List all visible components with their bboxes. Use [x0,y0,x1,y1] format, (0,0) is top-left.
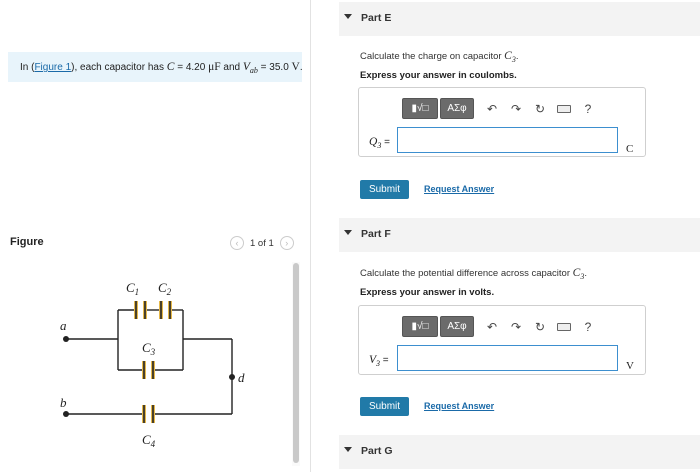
reset-icon[interactable]: ↻ [534,101,546,116]
symbols-button[interactable]: ΑΣφ [440,98,474,119]
capacitor-c3 [142,361,155,379]
part-f-instruction: Express your answer in volts. [360,287,495,298]
question-sub: 3 [511,54,516,64]
label-c3: C3 [142,340,156,357]
part-f-answer-box: ▮√□ ΑΣφ ↶ ↷ ↻ ? V3 = [358,305,646,375]
capacitance-value: = 4.20 [174,62,209,73]
problem-text: ), each capacitor has [71,62,167,73]
part-e-header[interactable]: Part E [339,2,700,36]
reset-icon[interactable]: ↻ [534,319,546,334]
part-f-question: Calculate the potential difference acros… [360,267,587,281]
collapse-caret-icon [344,14,352,19]
part-e-variable: Q3 = [369,136,390,150]
capacitor-c1 [134,301,147,319]
part-e-question: Calculate the charge on capacitor C3. [360,50,518,64]
problem-statement: In (Figure 1), each capacitor has C = 4.… [8,52,303,82]
label-c4: C4 [142,432,156,449]
redo-icon[interactable]: ↷ [510,101,522,116]
figure-link[interactable]: Figure 1 [34,62,72,73]
pane-divider [310,0,311,472]
math-toolbar: ▮√□ ΑΣφ ↶ ↷ ↻ ? [402,316,600,337]
symbols-button[interactable]: ΑΣφ [440,316,474,337]
equals-sign: = [381,137,390,148]
part-e-request-answer-link[interactable]: Request Answer [424,184,495,194]
part-e-title: Part E [361,12,392,24]
symbols-icon: ΑΣφ [447,321,467,332]
templates-button[interactable]: ▮√□ [402,316,438,337]
part-f-title: Part F [361,228,391,240]
question-end: . [515,51,519,62]
label-b: b [60,395,67,410]
var-subscript: 3 [376,359,381,368]
figure-pager: ‹ 1 of 1 › [230,236,294,250]
terminal-d [229,374,235,380]
part-f-unit: V [626,360,634,372]
capacitor-c4 [142,405,155,423]
part-f-header[interactable]: Part F [339,218,700,252]
keyboard-icon[interactable] [552,98,576,119]
part-e-instruction: Express your answer in coulombs. [360,70,517,81]
left-pane: In (Figure 1), each capacitor has C = 4.… [0,0,310,472]
var-subscript: 3 [377,141,382,150]
right-pane: Part E Calculate the charge on capacitor… [311,0,700,472]
templates-icon: ▮√□ [411,321,429,332]
part-f-submit-button[interactable]: Submit [360,397,409,416]
voltage-subscript: ab [249,66,258,75]
next-figure-button[interactable]: › [279,236,294,250]
redo-icon[interactable]: ↷ [510,319,522,334]
question-end: . [584,268,587,279]
collapse-caret-icon [344,230,352,235]
help-icon[interactable]: ? [584,319,592,334]
part-f-request-answer-link[interactable]: Request Answer [424,401,495,411]
symbols-icon: ΑΣφ [447,103,467,114]
label-c1: C1 [126,280,139,297]
undo-icon[interactable]: ↶ [486,319,498,334]
part-g-title: Part G [361,445,393,457]
part-e-unit: C [626,143,634,155]
label-d: d [238,370,245,385]
templates-button[interactable]: ▮√□ [402,98,438,119]
pager-label: 1 of 1 [250,237,274,249]
math-toolbar: ▮√□ ΑΣφ ↶ ↷ ↻ ? [402,98,600,119]
capacitor-c2 [159,301,172,319]
keyboard-icon[interactable] [552,316,576,337]
label-a: a [60,318,67,333]
part-f-variable: V3 = [369,354,389,368]
terminal-a [63,336,69,342]
question-text: Calculate the potential difference acros… [360,268,573,279]
capacitance-unit: μF [208,61,221,73]
problem-text: . [299,62,303,73]
templates-icon: ▮√□ [411,103,429,114]
part-f-answer-input[interactable] [397,345,618,371]
question-text: Calculate the charge on capacitor [360,51,505,62]
help-icon[interactable]: ? [584,101,592,116]
part-e-submit-button[interactable]: Submit [360,180,409,199]
var-symbol: V [369,354,377,366]
question-var: C [572,267,581,279]
voltage-value: = 35.0 [257,62,292,73]
terminal-b [63,411,69,417]
question-sub: 3 [580,271,585,281]
figure-title: Figure [10,236,44,248]
question-var: C [504,50,512,62]
collapse-caret-icon [344,447,352,452]
problem-text: In ( [20,62,35,73]
circuit-diagram: C1 C2 C3 C4 a b d [60,280,245,449]
undo-icon[interactable]: ↶ [486,101,498,116]
label-c2: C2 [158,280,172,297]
part-g-header[interactable]: Part G [339,435,700,469]
capacitance-symbol: C [166,61,175,73]
problem-text: and [220,62,243,73]
equals-sign: = [380,355,389,366]
part-e-answer-box: ▮√□ ΑΣφ ↶ ↷ ↻ ? Q3 = [358,87,646,157]
prev-figure-button[interactable]: ‹ [230,236,244,250]
part-e-answer-input[interactable] [397,127,618,153]
voltage-unit: V [291,61,300,73]
var-symbol: Q [369,136,378,148]
figure-scrollbar-thumb[interactable] [293,263,299,463]
voltage-symbol: V [242,61,250,73]
